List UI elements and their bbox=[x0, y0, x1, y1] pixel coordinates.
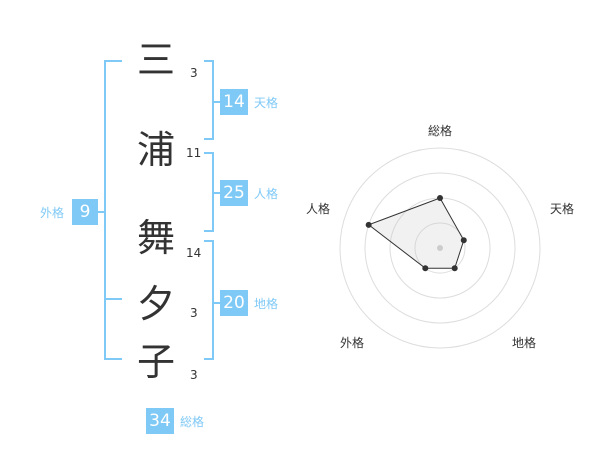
radar-point bbox=[451, 265, 458, 272]
radar-point bbox=[460, 237, 467, 244]
gaikaku-bracket-mid bbox=[104, 298, 122, 300]
stroke-count-2: 11 bbox=[186, 146, 202, 160]
radar-point bbox=[365, 221, 372, 228]
radar-ring bbox=[339, 147, 541, 349]
gaikaku-connector bbox=[98, 211, 106, 213]
chikaku-value-box: 20 bbox=[220, 290, 248, 316]
jinkaku-bracket-bottom bbox=[204, 230, 214, 232]
radar-ring bbox=[364, 172, 516, 324]
chikaku-bracket-top bbox=[204, 240, 214, 242]
jinkaku-bracket-top bbox=[204, 152, 214, 154]
soukaku-label: 総格 bbox=[180, 415, 205, 429]
name-char-3: 舞 bbox=[136, 216, 175, 260]
tenkaku-label: 天格 bbox=[254, 96, 279, 110]
stroke-count-5: 3 bbox=[190, 368, 198, 382]
stroke-count-4: 3 bbox=[190, 306, 198, 320]
tenkaku-value-box: 14 bbox=[220, 89, 248, 115]
tenkaku-bracket-bottom bbox=[204, 138, 214, 140]
radar-polygon bbox=[367, 197, 465, 269]
name-char-5: 子 bbox=[136, 340, 175, 384]
stroke-count-1: 3 bbox=[190, 66, 198, 80]
radar-ring bbox=[414, 222, 466, 274]
gaikaku-label: 外格 bbox=[40, 206, 65, 220]
radar-center-dot bbox=[437, 245, 443, 251]
jinkaku-value-box: 25 bbox=[220, 180, 248, 206]
radar-label-chikaku: 地格 bbox=[512, 336, 537, 350]
chikaku-bracket-bottom bbox=[204, 358, 214, 360]
radar-label-soukaku: 総格 bbox=[428, 124, 453, 138]
radar-label-tenkaku: 天格 bbox=[550, 202, 575, 216]
radar-label-gaikaku: 外格 bbox=[340, 336, 365, 350]
gaikaku-value-box: 9 bbox=[72, 199, 98, 225]
radar-point bbox=[422, 265, 429, 272]
radar-label-jinkaku: 人格 bbox=[306, 202, 331, 216]
name-char-1: 三 bbox=[136, 38, 175, 82]
tenkaku-bracket-line bbox=[212, 60, 214, 140]
jinkaku-label: 人格 bbox=[254, 187, 279, 201]
gaikaku-bracket-top bbox=[104, 60, 122, 62]
name-char-4: 夕 bbox=[136, 282, 175, 326]
chikaku-label: 地格 bbox=[254, 297, 279, 311]
tenkaku-connector bbox=[212, 101, 222, 103]
radar-points bbox=[365, 195, 467, 272]
jinkaku-connector bbox=[212, 192, 222, 194]
soukaku-value-box: 34 bbox=[146, 408, 174, 434]
chikaku-bracket-line bbox=[212, 240, 214, 360]
name-char-2: 浦 bbox=[136, 128, 175, 172]
chikaku-connector bbox=[212, 302, 222, 304]
tenkaku-bracket-top bbox=[204, 60, 214, 62]
gaikaku-bracket-bottom bbox=[104, 358, 122, 360]
gaikaku-bracket-line bbox=[104, 60, 106, 360]
stroke-count-3: 14 bbox=[186, 246, 202, 260]
radar-point bbox=[437, 195, 443, 201]
